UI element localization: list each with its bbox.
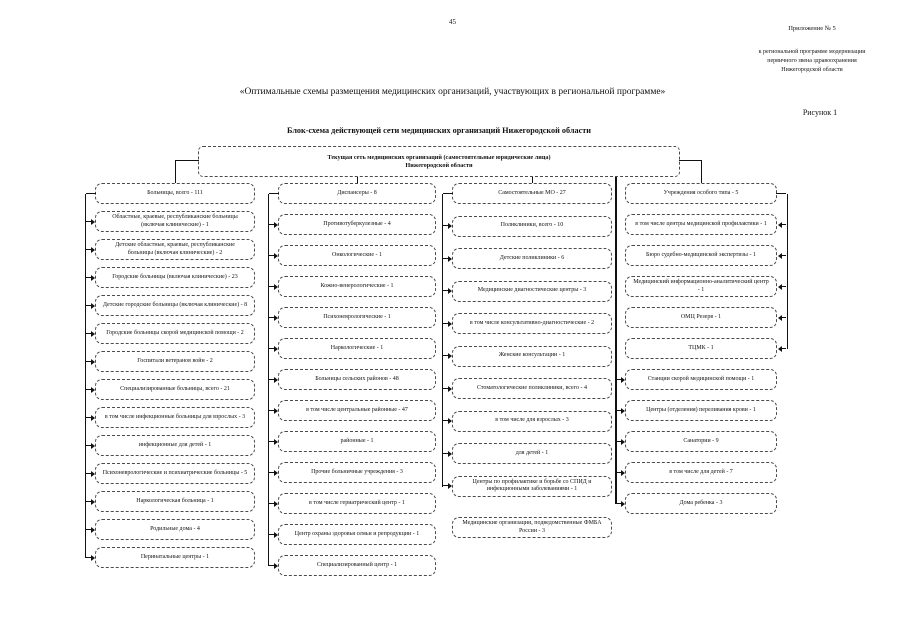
connector-line xyxy=(532,177,534,185)
org-box-special-type: Бюро судебно-медицинской экспертизы - 1 xyxy=(625,245,786,266)
root-node: Текущая сеть медицинских организаций (са… xyxy=(198,146,680,177)
rail-line xyxy=(442,193,444,487)
document-title: «Оптимальные схемы размещения медицински… xyxy=(239,87,666,97)
org-box-independent-mo: для детей - 1 xyxy=(443,443,612,464)
column-dispensaries: Диспансеры - 8 Противотуберкулезные - 4 Он… xyxy=(269,183,436,576)
org-box-dispensaries: Специализированный центр - 1 xyxy=(269,555,436,576)
figure-label: Рисунок 1 xyxy=(802,108,838,117)
root-node-line1: Текущая сеть медицинских организаций (са… xyxy=(327,153,551,161)
org-box-independent-mo: в том числе для взрослых - 3 xyxy=(443,410,612,432)
org-box-hospitals: Областные, краевые, республиканские боль… xyxy=(86,211,255,232)
org-box-special-type: в том числе центры медицинской профилакт… xyxy=(625,214,786,235)
org-box-special-type: Центры (отделения) переливания крови - 1 xyxy=(616,400,777,421)
appendix-block: Приложение № 5 к региональной программе … xyxy=(728,24,896,76)
org-box-hospitals: Психоневрологические и психиатрические б… xyxy=(86,463,255,484)
org-box-independent-mo: Детские поликлиники - 6 xyxy=(443,248,612,269)
connector-line xyxy=(357,177,359,185)
org-box-dispensaries: Прочие больничные учреждения - 3 xyxy=(269,462,436,483)
org-box-independent-mo: Женские консультации - 1 xyxy=(443,345,612,367)
appendix-subtitle: к региональной программе модернизации пе… xyxy=(758,48,866,74)
connector-line xyxy=(175,160,199,162)
column-independent-mo: Самостоятельные МО - 27 Поликлиники, всег… xyxy=(443,183,612,538)
rail-line xyxy=(787,193,789,349)
org-box-independent-mo: Стоматологические поликлиники, всего - 4 xyxy=(443,378,612,399)
org-box-dispensaries: районные - 1 xyxy=(269,431,436,452)
appendix-label: Приложение № 5 xyxy=(788,25,836,32)
root-node-line2: Нижегородской области xyxy=(405,161,473,169)
org-box-hospitals: Детские городские больницы (включая клин… xyxy=(86,295,255,316)
org-box-hospitals: в том числе инфекционные больницы для вз… xyxy=(86,407,255,428)
column-special-type: Учреждения особого типа - 5 в том числе ц… xyxy=(616,183,786,514)
org-box-dispensaries: Наркологические - 1 xyxy=(269,338,436,359)
org-box-dispensaries: Центр охраны здоровья семьи и репродукци… xyxy=(269,524,436,545)
org-box-independent-mo: Центры по профилактике и борьбе со СПИД … xyxy=(443,475,612,497)
diagram-title: Блок-схема действующей сети медицинских … xyxy=(287,126,591,135)
org-box-special-type: Станции скорой медицинской помощи - 1 xyxy=(616,369,777,390)
org-box-independent-mo: Медицинские диагностические центры - 3 xyxy=(443,280,612,302)
column-header-special-type: Учреждения особого типа - 5 xyxy=(625,183,786,204)
page-number: 45 xyxy=(449,18,456,26)
org-box-hospitals: Родильные дома - 4 xyxy=(86,519,255,540)
org-box-independent-mo: в том числе консультативно-диагностическ… xyxy=(443,313,612,334)
org-box-special-type: ТЦМК - 1 xyxy=(625,338,786,359)
org-box-hospitals: инфекционные для детей - 1 xyxy=(86,435,255,456)
org-box-hospitals: Детские областные, краевые, республиканс… xyxy=(86,239,255,260)
org-box-hospitals: Наркологическая больница - 1 xyxy=(86,491,255,512)
org-box-hospitals: Перинатальные центры - 1 xyxy=(86,547,255,568)
org-box-special-type: Медицинский информационно-аналитический … xyxy=(625,276,786,297)
org-box-dispensaries: в том числе центральные районные - 47 xyxy=(269,400,436,421)
connector-line xyxy=(701,160,703,185)
column-header-dispensaries: Диспансеры - 8 xyxy=(269,183,436,204)
org-box-special-type: ОМЦ Резерв - 1 xyxy=(625,307,786,328)
org-box-independent-mo: Медицинские организации, подведомственны… xyxy=(452,517,612,538)
org-box-dispensaries: Психоневрологические - 1 xyxy=(269,307,436,328)
rail-line xyxy=(268,193,270,566)
org-box-special-type: Санатории - 9 xyxy=(616,431,777,452)
rail-line xyxy=(615,177,617,504)
org-box-hospitals: Городские больницы скорой медицинской по… xyxy=(86,323,255,344)
column-header-independent-mo: Самостоятельные МО - 27 xyxy=(443,183,612,204)
org-box-dispensaries: Кожно-венерологические - 1 xyxy=(269,276,436,297)
org-box-hospitals: Специализированные больницы, всего - 21 xyxy=(86,379,255,400)
org-box-dispensaries: в том числе гериатрический центр - 1 xyxy=(269,493,436,514)
org-box-dispensaries: Онкологические - 1 xyxy=(269,245,436,266)
org-box-independent-mo: Поликлиники, всего - 10 xyxy=(443,215,612,237)
org-box-special-type: в том числе для детей - 7 xyxy=(616,462,777,483)
connector-line xyxy=(679,160,702,162)
org-box-hospitals: Госпитали ветеранов войн - 2 xyxy=(86,351,255,372)
org-box-dispensaries: Противотуберкулезные - 4 xyxy=(269,214,436,235)
connector-line xyxy=(175,160,177,185)
org-box-dispensaries: Больницы сельских районов - 48 xyxy=(269,369,436,390)
column-header-hospitals: Больницы, всего - 111 xyxy=(86,183,255,204)
org-box-special-type: Дома ребенка - 3 xyxy=(616,493,777,514)
rail-line xyxy=(85,193,87,558)
block-diagram: Блок-схема действующей сети медицинских … xyxy=(0,0,905,576)
org-box-hospitals: Городские больницы (включая клинические)… xyxy=(86,267,255,288)
